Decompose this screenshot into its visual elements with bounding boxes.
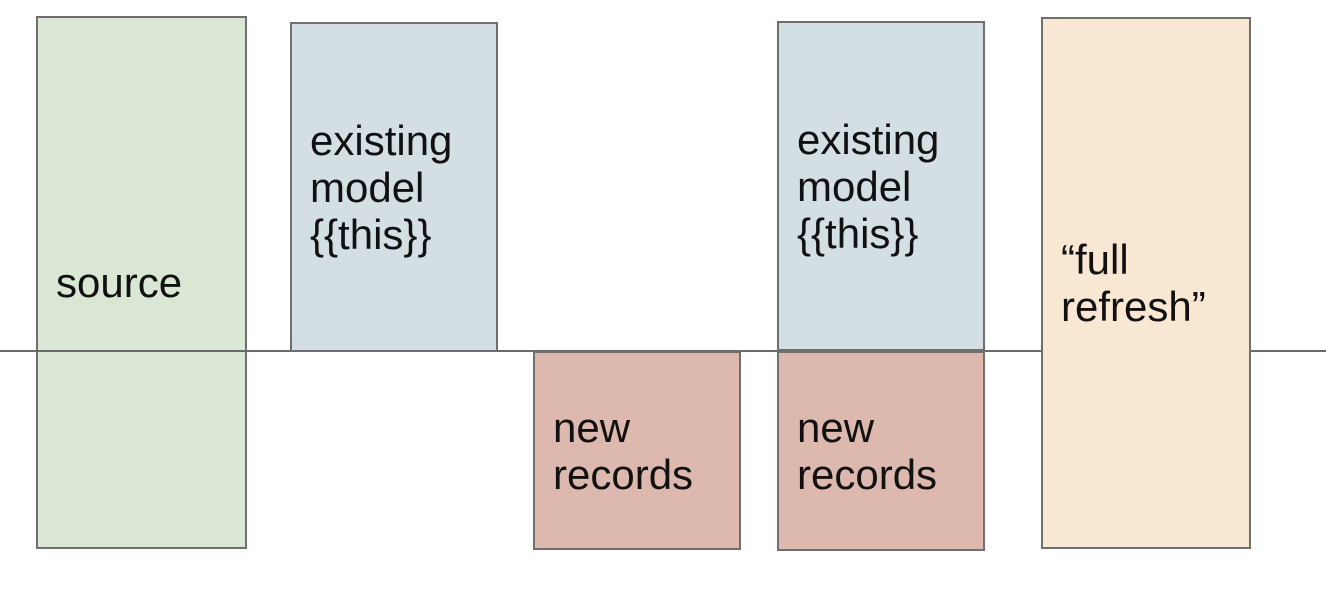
full-refresh-box: “full refresh” [1041,17,1251,549]
new-records-box-2: new records [777,351,985,551]
new-records-box-1: new records [533,351,741,550]
existing-model-box-1: existing model {{this}} [290,22,498,352]
existing-model-box-2: existing model {{this}} [777,21,985,351]
existing-model-label-1: existing model {{this}} [310,116,453,258]
source-label: source [56,259,183,306]
full-refresh-label: “full refresh” [1061,236,1206,330]
new-records-label-1: new records [553,403,694,498]
new-records-label-2: new records [797,404,938,498]
existing-model-label-2: existing model {{this}} [797,115,940,257]
source-box: source [36,16,247,549]
